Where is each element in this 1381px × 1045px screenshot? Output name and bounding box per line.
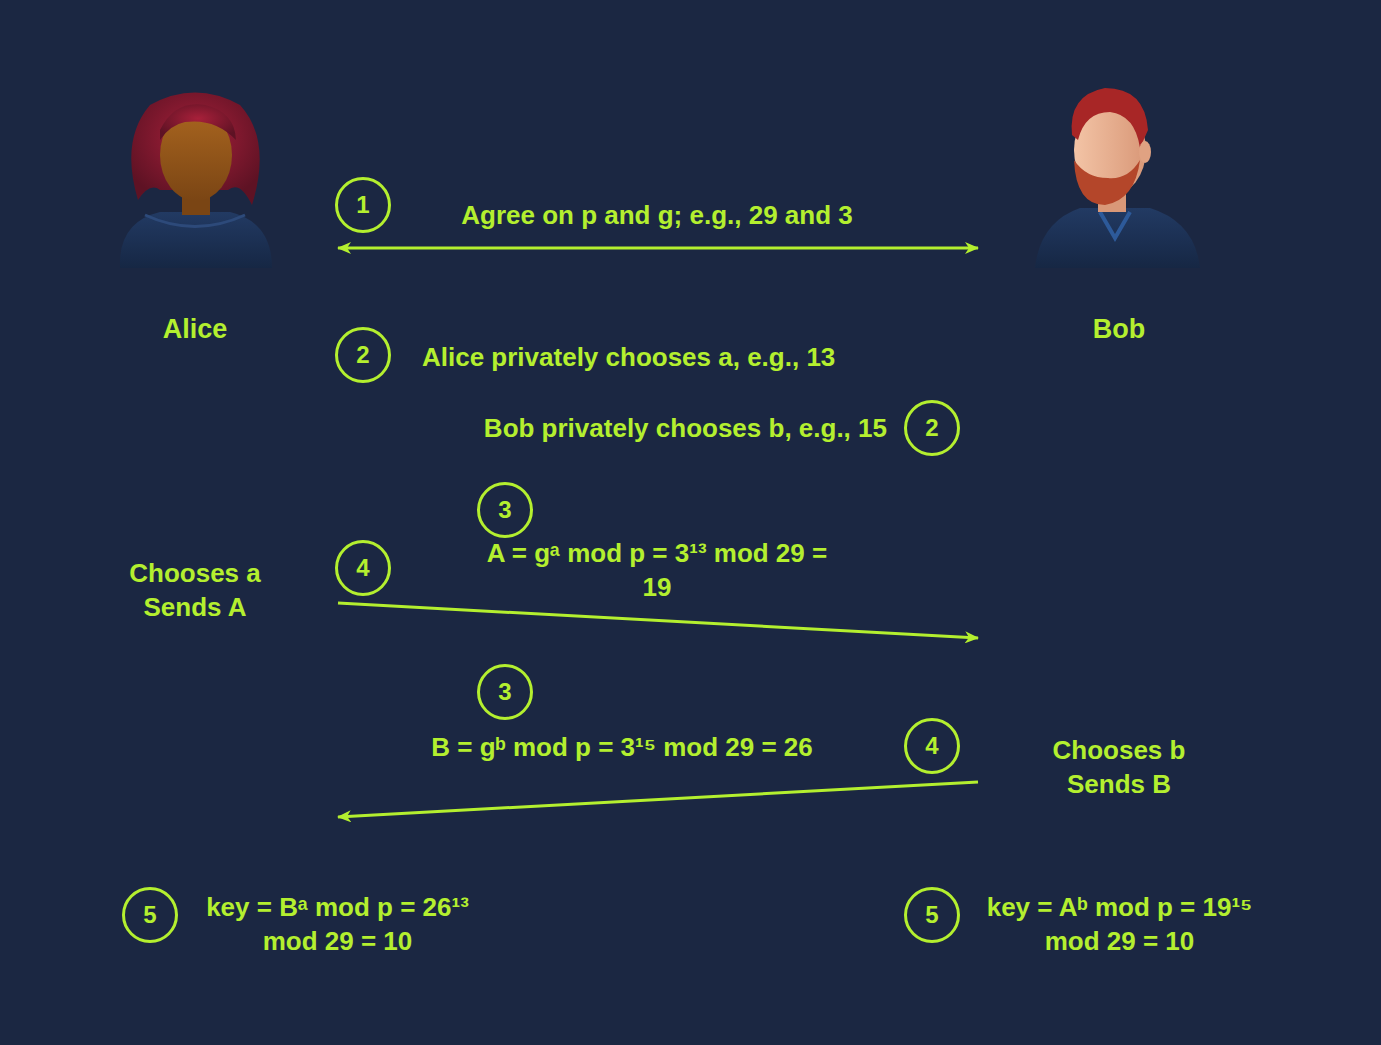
callout-number: 2 (335, 327, 391, 383)
callout-number: 3 (477, 482, 533, 538)
callout-number: 5 (122, 887, 178, 943)
message-arrow (338, 247, 978, 250)
participant-name: Alice (110, 312, 280, 346)
message-arrow (338, 782, 978, 817)
step-text: key = Bᵃ mod p = 26¹³ mod 29 = 10 (185, 890, 490, 958)
callout-number: 3 (477, 664, 533, 720)
bob-avatar (1035, 88, 1200, 268)
step-text: Chooses b Sends B (1044, 733, 1194, 801)
alice-avatar (120, 93, 272, 269)
message-arrow (338, 603, 978, 638)
callout-number: 4 (335, 540, 391, 596)
step-text: key = Aᵇ mod p = 19¹⁵ mod 29 = 10 (967, 890, 1272, 958)
arrow-label: A = gᵃ mod p = 3¹³ mod 29 = 19 (471, 536, 843, 604)
callout-number: 1 (335, 177, 391, 233)
participant-name: Bob (1028, 312, 1210, 346)
participant-column: Alice (110, 80, 338, 860)
callout-number: 2 (904, 400, 960, 456)
callout-number: 5 (904, 887, 960, 943)
step-text: Bob privately chooses b, e.g., 15 (365, 411, 887, 445)
arrow-label: Agree on p and g; e.g., 29 and 3 (397, 198, 917, 232)
step-text: Chooses a Sends A (125, 556, 265, 624)
arrow-label: B = gᵇ mod p = 3¹⁵ mod 29 = 26 (352, 730, 892, 764)
step-text: Alice privately chooses a, e.g., 13 (422, 340, 942, 374)
callout-number: 4 (904, 718, 960, 774)
